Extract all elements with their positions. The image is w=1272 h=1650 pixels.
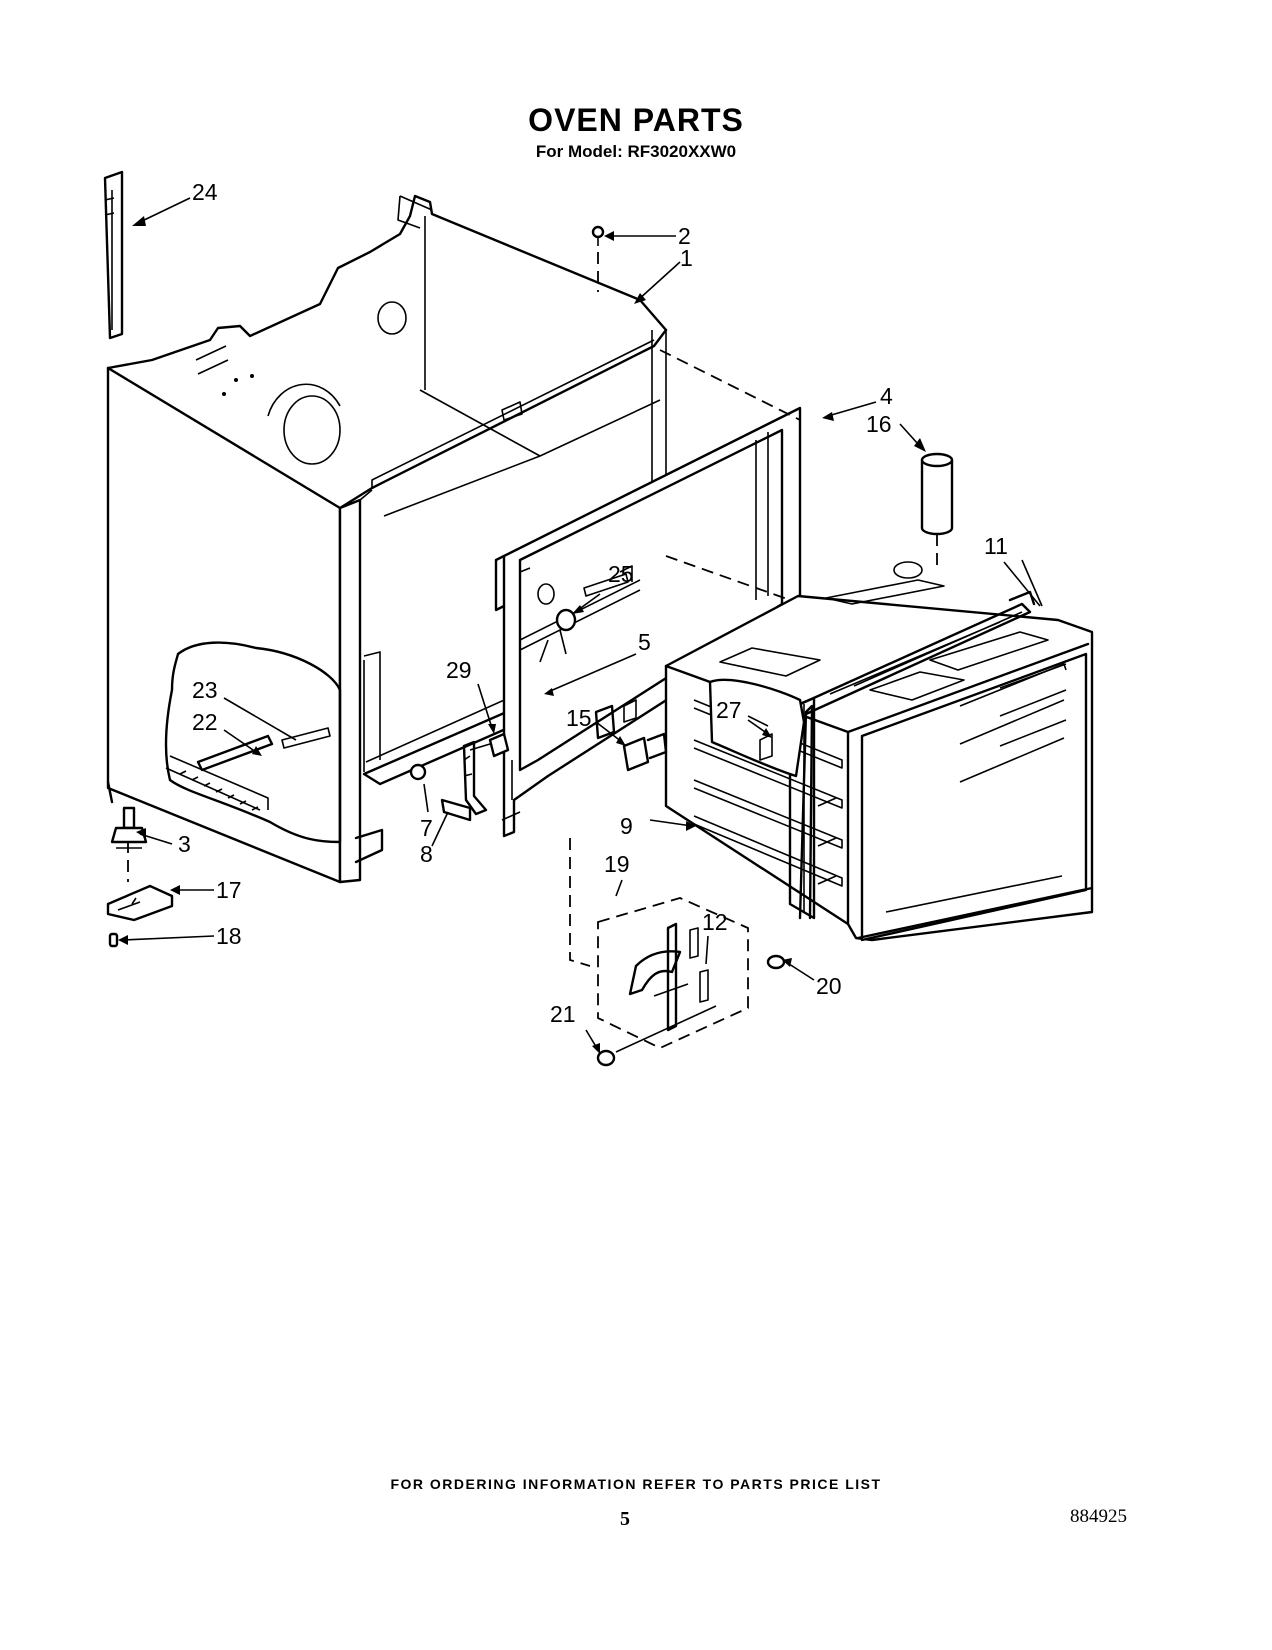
callout-19: 19 [604,851,630,877]
callout-20: 20 [816,973,842,999]
model-subtitle: For Model: RF3020XXW0 [535,142,737,161]
part-7-8-bracket [409,740,488,822]
part-25-plug [555,608,577,632]
part-15-bracket [622,732,668,772]
callout-27: 27 [716,697,742,723]
part-1-cabinet [106,194,668,884]
callout-11: 11 [984,533,1008,559]
callout-15: 15 [566,705,592,731]
callout-8: 8 [420,841,433,867]
assembly-line-bottom [569,838,591,967]
callout-24: 24 [192,179,218,205]
part-21-nut [596,1049,616,1067]
callout-2: 2 [678,223,691,249]
assembly-line-mid [665,555,791,601]
callout-17: 17 [216,877,242,903]
part-9-oven-liner [664,561,1094,942]
callout-25: 25 [608,561,634,587]
callout-3: 3 [178,831,191,857]
callout-4: 4 [880,383,893,409]
callout-29: 29 [446,657,472,683]
callout-18: 18 [216,923,242,949]
part-2-screw [591,225,605,292]
callout-21: 21 [550,1001,576,1027]
callout-5: 5 [638,629,651,655]
part-20-nut [766,954,786,970]
ordering-info-footer: FOR ORDERING INFORMATION REFER TO PARTS … [390,1476,882,1492]
document-part-number: 884925 [1070,1506,1127,1527]
part-27-clip [708,678,806,778]
part-17-bracket [106,884,174,922]
part-18-screw [108,932,119,948]
callout-23: 23 [192,677,218,703]
page-title: OVEN PARTS [528,102,744,138]
part-16-insulator [899,423,954,570]
callout-12: 12 [702,909,728,935]
callout-1: 1 [680,245,693,271]
part-19-assembly [597,897,749,1049]
callout-labels: 24 2 1 4 16 11 25 5 29 23 22 15 27 3 7 8… [178,179,1008,1027]
callout-7: 7 [420,815,433,841]
part-3-valve [110,806,148,849]
callout-9: 9 [620,813,633,839]
assembly-line-top [659,349,801,421]
leader-lines [118,231,1043,1054]
part-11-broil-element [794,590,1036,920]
callout-22: 22 [192,709,218,735]
callout-16: 16 [866,411,892,437]
part-24-bracket [103,170,191,340]
page-number: 5 [620,1508,630,1530]
